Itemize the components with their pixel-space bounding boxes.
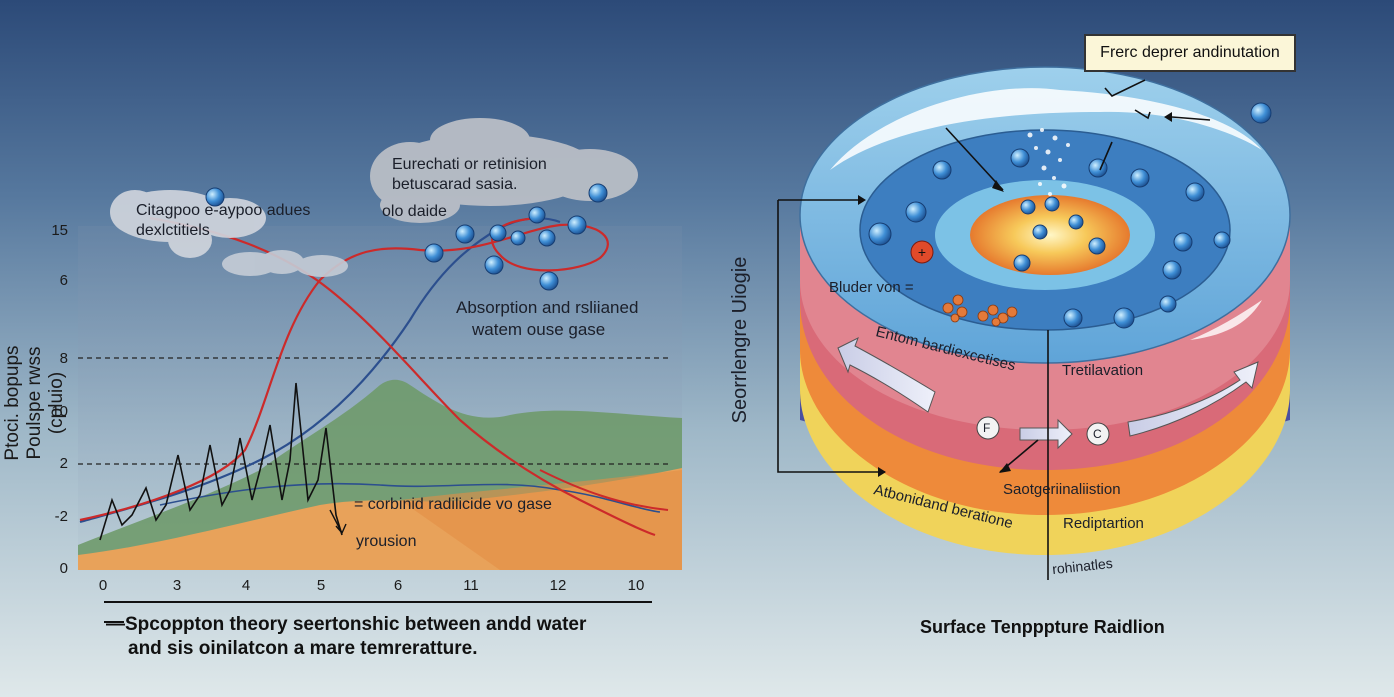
callout-box: Frerc deprer andinutation <box>1084 34 1296 72</box>
orange-ground-shade <box>400 470 682 570</box>
saog-label: Saotgeriinaliistion <box>1003 481 1121 498</box>
cloud-left-line1: Citagpoo e-aypoo adues <box>136 202 311 219</box>
right-title: Surface Tenpppture Raidlion <box>920 617 1165 637</box>
disc-bubbles <box>868 102 1272 329</box>
plus-marker <box>910 240 934 264</box>
cloud-top-label: Eurechati or retinision betuscarad sasia… <box>392 155 547 195</box>
bluder-label: Bluder von = <box>829 279 914 296</box>
redip-label: Rediptartion <box>1063 515 1144 532</box>
x-tick-label: 3 <box>172 577 182 594</box>
caption-line1: —Spcoppton theory seertonshic between an… <box>106 614 587 635</box>
left-chart <box>78 216 682 623</box>
vertical-label: Seorrlengre Uiogie <box>729 256 751 424</box>
rotation-arrow-left <box>837 336 936 413</box>
earth-layer-cylinder: + <box>777 66 1291 580</box>
yrousion-annotation: yrousion <box>356 533 417 550</box>
pointer-lines <box>777 79 1211 580</box>
red-curve-falling <box>149 216 656 537</box>
cloud-top-line1: Eurechati or retinision <box>392 156 547 173</box>
y-tick-label: 8 <box>59 350 68 367</box>
flow-arrow-middle <box>1019 418 1073 450</box>
y-tick-label: 10 <box>51 403 68 420</box>
absorption-line2: watem ouse gase <box>472 320 606 339</box>
caption-line2: and sis oinilatcon a mare temreratture. <box>128 638 478 659</box>
f-node <box>976 416 1000 440</box>
cloud-left <box>110 190 266 258</box>
x-tick-label: 4 <box>241 577 251 594</box>
absorption-line1: Absorption and rsliianed <box>456 298 639 317</box>
cloud-left-label: Citagpoo e-aypoo adues dexlctitiels <box>136 201 310 241</box>
red-curve-tail <box>539 469 669 511</box>
y-tick-label: 0 <box>59 560 68 577</box>
core <box>970 195 1130 275</box>
y-axis-title-line1: Ptoci. bopups <box>2 345 23 461</box>
trelh-label: Tretilavation <box>1062 362 1144 379</box>
ice-rim <box>830 88 1262 170</box>
y-tick-label: 15 <box>51 222 68 239</box>
molecule-cluster <box>942 294 1018 327</box>
left-bubbles <box>205 183 608 291</box>
y-tick-label: -2 <box>54 508 68 525</box>
x-tick-label: 0 <box>98 577 108 594</box>
x-tick-label: 10 <box>627 577 645 594</box>
cloud-small <box>222 250 348 277</box>
plus-marker-glyph: + <box>918 244 926 260</box>
cloud-top-line2: betuscarad sasia. <box>392 176 518 193</box>
x-tick-label: 12 <box>549 577 567 594</box>
rotation-arrow-right <box>1127 361 1259 437</box>
yrousion-arrow <box>329 509 347 535</box>
y-tick-label: 6 <box>59 272 68 289</box>
cloud-top <box>370 118 638 223</box>
f-label: F <box>983 421 991 435</box>
c-label: C <box>1093 427 1102 441</box>
y-tick-label: 2 <box>59 455 68 472</box>
x-tick-label: 11 <box>463 577 479 594</box>
water-drops <box>1027 128 1070 196</box>
left-caption: —Spcoppton theory seertonshic between an… <box>106 613 586 661</box>
black-spiky-line <box>99 382 343 541</box>
c-node <box>1086 422 1110 446</box>
absorption-annotation: Absorption and rsliianed watem ouse gase <box>456 297 638 341</box>
red-curve-rising <box>79 216 609 522</box>
x-tick-label: 5 <box>316 577 326 594</box>
x-tick-label: 6 <box>393 577 403 594</box>
cloud-top-line3: olo daide <box>382 203 447 220</box>
carbon-annotation: = corbinid radilicide vo gase <box>354 496 552 513</box>
cloud-left-line2: dexlctitiels <box>136 222 210 239</box>
